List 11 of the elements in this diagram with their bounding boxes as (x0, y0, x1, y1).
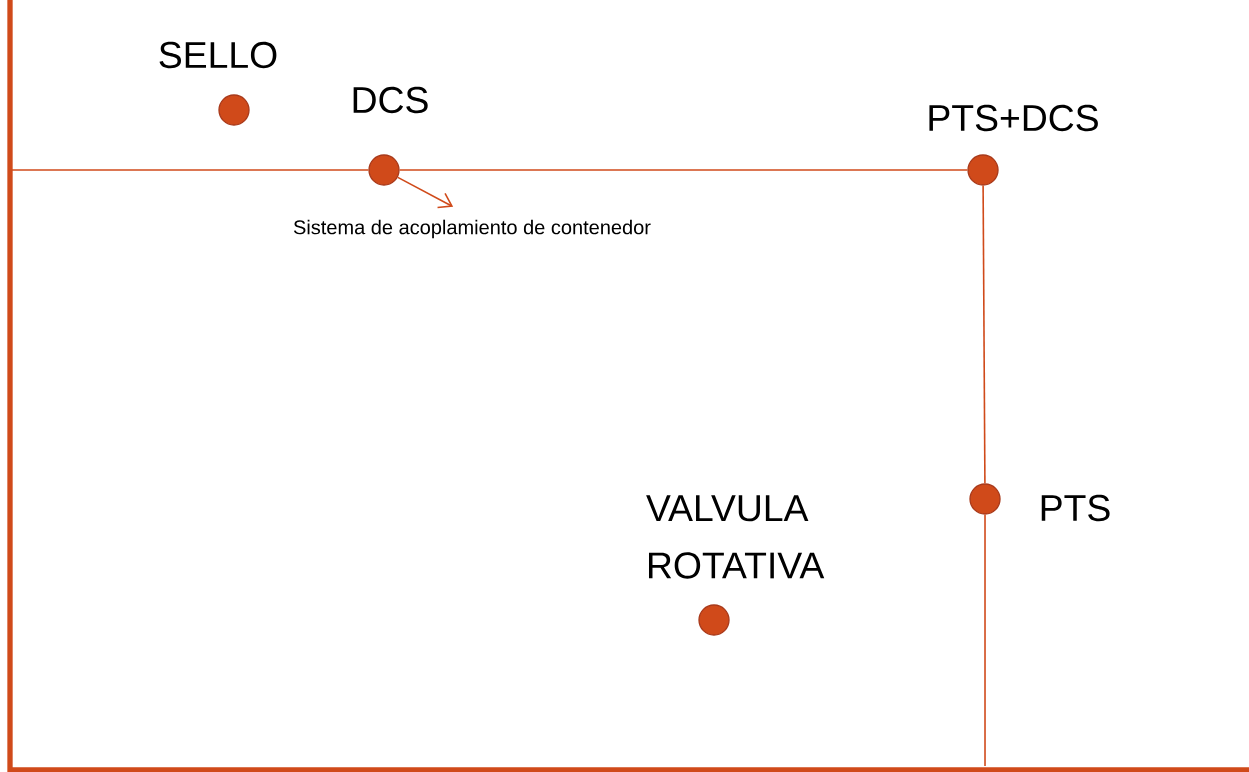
point-label: PTS+DCS (929, 104, 1098, 132)
point-label: SELLO (159, 41, 277, 69)
arrow (397, 176, 454, 209)
line (982, 184, 986, 485)
annotation-text: Sistema de acoplamiento de contenedor (293, 219, 651, 239)
line (984, 513, 986, 767)
line (11, 169, 370, 171)
line (398, 169, 969, 171)
point-label: PTS (1041, 494, 1110, 522)
point-label: VALVULA ROTATIVA (646, 495, 825, 579)
point-label: DCS (353, 86, 428, 114)
